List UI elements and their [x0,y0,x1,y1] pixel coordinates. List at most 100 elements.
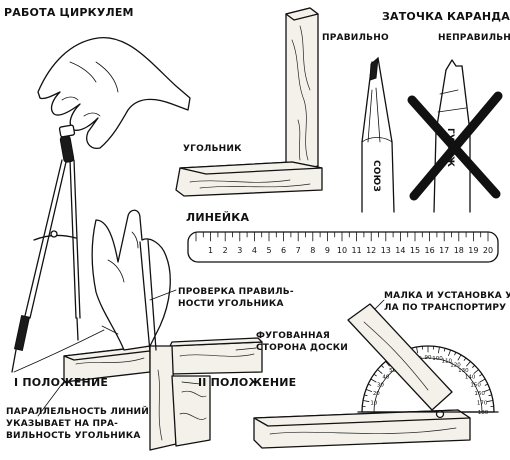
ruler-number: 18 [454,246,464,255]
protractor-tick [438,346,440,354]
leader-line [149,289,177,301]
protractor-tick [373,373,377,377]
square-blade [285,7,319,173]
compass-right-leg [69,159,77,319]
board-lower [171,375,211,447]
compass-right-leg [73,159,81,319]
label-parallel-note-3: ВИЛЬНОСТЬ УГОЛЬНИКА [6,431,141,441]
wood-grain [291,39,309,161]
compass-pencil-holder [13,314,31,352]
leader-line [235,347,257,351]
compass-nut [50,230,58,238]
ruler-number: 4 [252,246,257,255]
wood-grain [269,427,457,435]
pencil-chip [439,89,459,95]
ruler-number: 13 [381,246,391,255]
hand-crease [107,259,125,283]
protractor-number: 90 [425,355,432,361]
ruler-number: 6 [281,246,286,255]
protractor-number: 170 [477,400,488,406]
board-right [169,341,263,375]
protractor-tick [362,400,370,402]
wood-grain [157,369,163,441]
bevel-stock-top [253,409,471,427]
protractor-number: 110 [442,358,453,364]
hand-crease [95,61,119,93]
hand-holding-pencil [91,209,171,351]
ruler-number: 3 [237,246,242,255]
ruler-number: 14 [395,246,405,255]
pencil-lead [369,56,379,81]
label-correct: ПРАВИЛЬНО [322,33,389,43]
protractor-number: 50 [389,368,396,374]
compass-grip [58,124,76,138]
protractor-tick [457,354,462,361]
compass-hand-illustration [11,37,191,373]
label-bevel-note-2: ЛА ПО ТРАНСПОРТИРУ [384,303,506,313]
label-check-square-1: ПРОВЕРКА ПРАВИЛЬ- [178,287,294,297]
ruler-number: 1 [208,246,213,255]
protractor-number: 20 [373,391,380,397]
square-check-illustration [37,209,263,451]
ruler-body [187,231,499,263]
leader-line [181,381,201,385]
label-position-2: II ПОЛОЖЕНИЕ [198,376,296,389]
ruler-number: 12 [366,246,376,255]
label-square: УГОЛЬНИК [183,144,242,154]
ruler-number: 5 [266,246,271,255]
label-planed-side-2: СТОРОНА ДОСКИ [256,343,348,353]
protractor-tick [367,383,372,386]
wood-grain [297,119,301,161]
protractor-tick [472,364,476,368]
label-incorrect: НЕПРАВИЛЬНО [438,33,510,43]
label-parallel-note-2: УКАЗЫВАЕТ НА ПРА- [6,419,118,429]
hand-crease [69,61,97,83]
protractor-number: 150 [470,383,481,389]
compass-pencil-tip [11,349,17,373]
wood-grain [199,183,311,189]
pencil-facet [367,89,373,143]
pencil-edge [361,61,373,213]
protractor-inner-arc [373,357,483,413]
compass-drawn-line [13,329,105,373]
protractor-tick [416,346,418,354]
protractor-tick [466,361,471,367]
wood-grain [363,321,429,391]
leader-line [37,383,63,417]
ruler-number: 19 [468,246,478,255]
ruler-number: 8 [310,246,315,255]
label-planed-side-1: ФУГОВАННАЯ [256,331,330,341]
finger-nail [131,231,139,249]
title-pencil-sharpening: ЗАТОЧКА КАРАНДАША [382,10,510,23]
bevel-protractor-illustration: 1020304050607080901001101201301401501601… [253,303,499,449]
protractor-tick [363,394,368,397]
try-square-illustration [175,7,323,197]
ruler-number: 17 [439,246,449,255]
square-stock-top [179,161,323,175]
protractor-number: 100 [432,356,443,362]
check-pencil [139,241,151,353]
board-right-top [169,337,263,347]
protractor-tick [484,383,489,386]
protractor-number: 130 [458,368,469,374]
protractor-number: 140 [465,375,476,381]
finger-nail [83,112,101,117]
wood-grain [75,357,145,365]
ruler-number: 16 [425,246,435,255]
protractor-number: 180 [478,410,489,416]
label-bevel-note-1: МАЛКА И УСТАНОВКА УГ- [384,291,510,301]
check-pencil [147,239,157,351]
protractor-tick [483,389,491,392]
pencil-correct-illustration: СОЮЗ [361,56,395,213]
protractor-tick [380,364,384,368]
protractor-number: 40 [382,375,389,381]
protractor-number: 120 [450,362,461,368]
finger-nail [61,96,79,101]
square-blade-top [285,7,319,21]
title-compass-work: РАБОТА ЦИРКУЛЕМ [4,6,134,19]
protractor-tick [370,378,377,383]
protractor-number: 10 [370,400,377,406]
label-check-square-2: НОСТИ УГОЛЬНИКА [178,299,284,309]
